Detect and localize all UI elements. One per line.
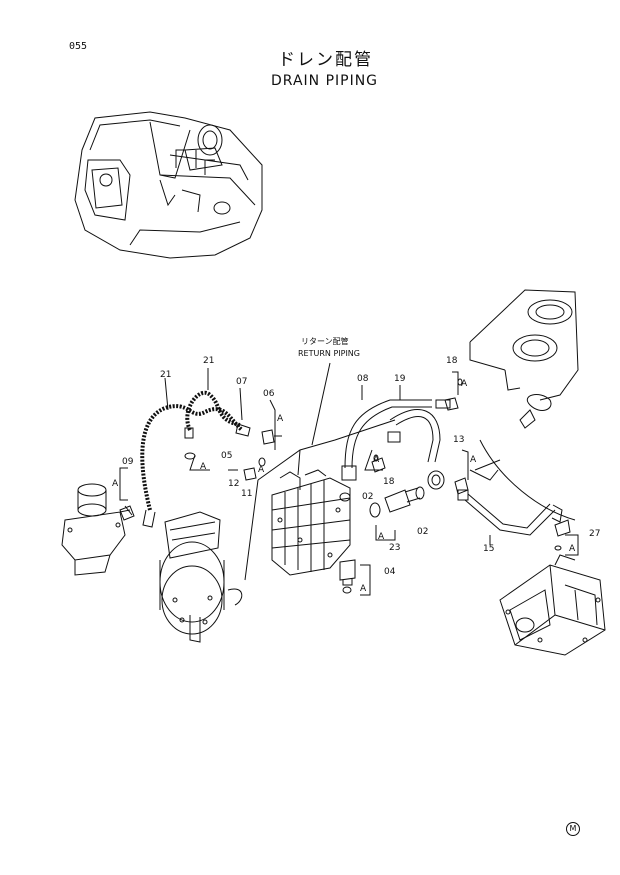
callout-08: 08 [357,374,369,384]
fitting-09 [119,505,135,521]
callout-06: 06 [263,389,275,399]
callout-04: 04 [384,567,396,577]
hose-21-fittings [142,423,251,528]
ref-a-11: A [258,465,265,475]
fitting-11 [243,467,257,481]
callout-07: 07 [236,377,248,387]
page-number: 055 [69,41,88,52]
callout-27: 27 [589,529,601,539]
fitting-18-top [444,378,463,411]
excavator-overview [74,111,263,259]
oring-02 [339,492,381,594]
callout-05: 05 [221,451,233,461]
fitting-13 [454,459,501,495]
frame-outline [244,419,396,581]
return-piping-label-jp: リターン配管 [301,337,349,346]
center-joint [61,483,133,576]
leader-21a [164,377,169,411]
manufacturer-mark: M [566,822,580,836]
callout-18-top: 18 [446,356,458,366]
callout-15: 15 [483,544,495,554]
callout-09: 09 [122,457,134,467]
ref-a-05: A [200,462,207,472]
swing-motor [159,511,243,643]
callout-11: 11 [241,489,253,499]
callout-02b: 02 [417,527,429,537]
callout-23: 23 [389,543,401,553]
callout-19: 19 [394,374,406,384]
ref-a-09: A [112,479,119,489]
pipe-08 [341,399,432,481]
ref-a-27: A [569,544,576,554]
hose-21-long [140,390,244,511]
leader-07 [239,387,243,421]
main-pump [499,554,606,656]
ref-a-13: A [470,455,477,465]
title-japanese: ドレン配管 [278,50,373,70]
upper-frame [469,289,579,521]
title-english: DRAIN PIPING [271,73,379,89]
return-piping-label-en: RETURN PIPING [298,349,360,358]
control-valve [271,469,351,576]
callout-21a: 21 [160,370,172,380]
ref-a-18: A [461,379,468,389]
ref-a-23: A [378,532,385,542]
adapter-04 [339,559,356,586]
oring-12 [258,457,266,467]
ref-a-brackets [119,371,579,596]
callout-12: 12 [228,479,240,489]
pipe-19 [387,399,451,490]
fitting-06 [261,429,282,445]
callout-02a: 02 [362,492,374,502]
return-piping-leader [311,362,331,446]
callout-13: 13 [453,435,465,445]
ref-a-06: A [277,414,284,424]
callout-21b: 21 [203,356,215,366]
ref-a-18-mid: A [373,455,380,465]
pipe-15 [457,489,563,536]
ref-a-04: A [360,584,367,594]
fitting-27 [554,519,571,551]
fitting-23 [384,486,425,513]
fitting-18-mid [371,454,386,473]
callout-18-mid: 18 [383,477,395,487]
